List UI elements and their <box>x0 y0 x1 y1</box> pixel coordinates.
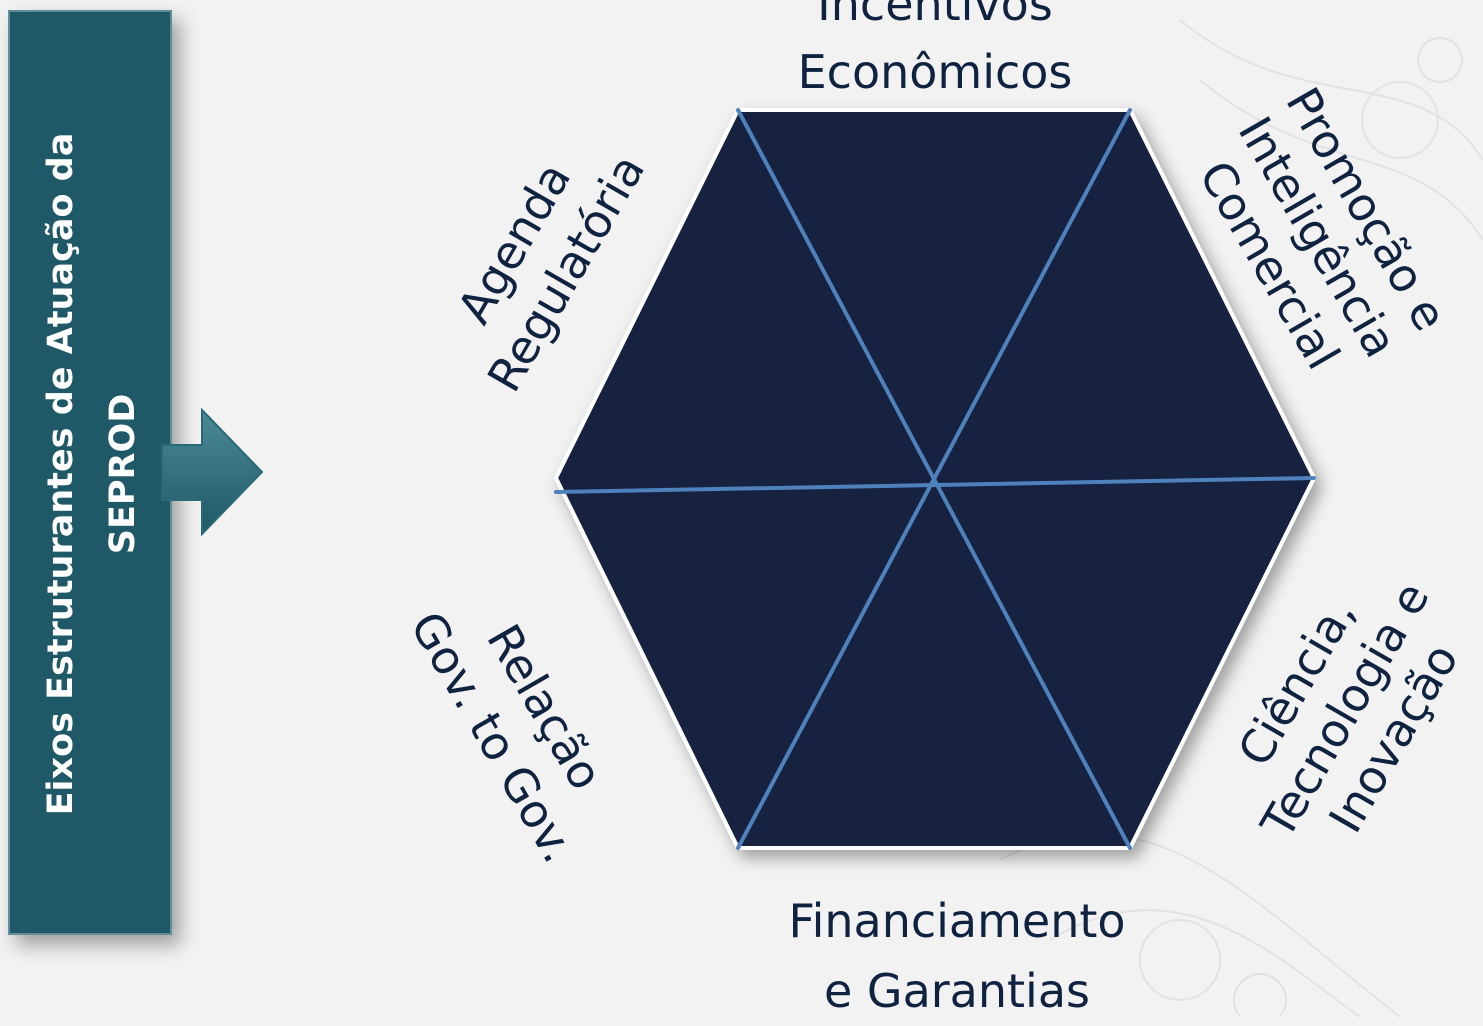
divider-line <box>736 108 1132 850</box>
axis-label-line: e Garantias <box>824 964 1090 1018</box>
axis-label-incentivos: Incentivos Econômicos <box>798 0 1073 106</box>
axis-label-line: Financiamento <box>788 894 1126 948</box>
axis-label-line: Incentivos <box>817 0 1053 31</box>
axis-label-line: Econômicos <box>797 45 1073 99</box>
divider-line <box>554 476 1316 494</box>
axis-label-financiamento: Financiamento e Garantias <box>788 886 1125 1026</box>
